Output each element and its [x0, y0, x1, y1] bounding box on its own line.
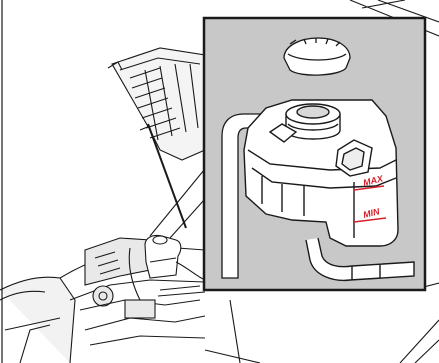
reservoir-inset: MAX MIN [204, 18, 425, 290]
reservoir-cap [284, 38, 350, 75]
